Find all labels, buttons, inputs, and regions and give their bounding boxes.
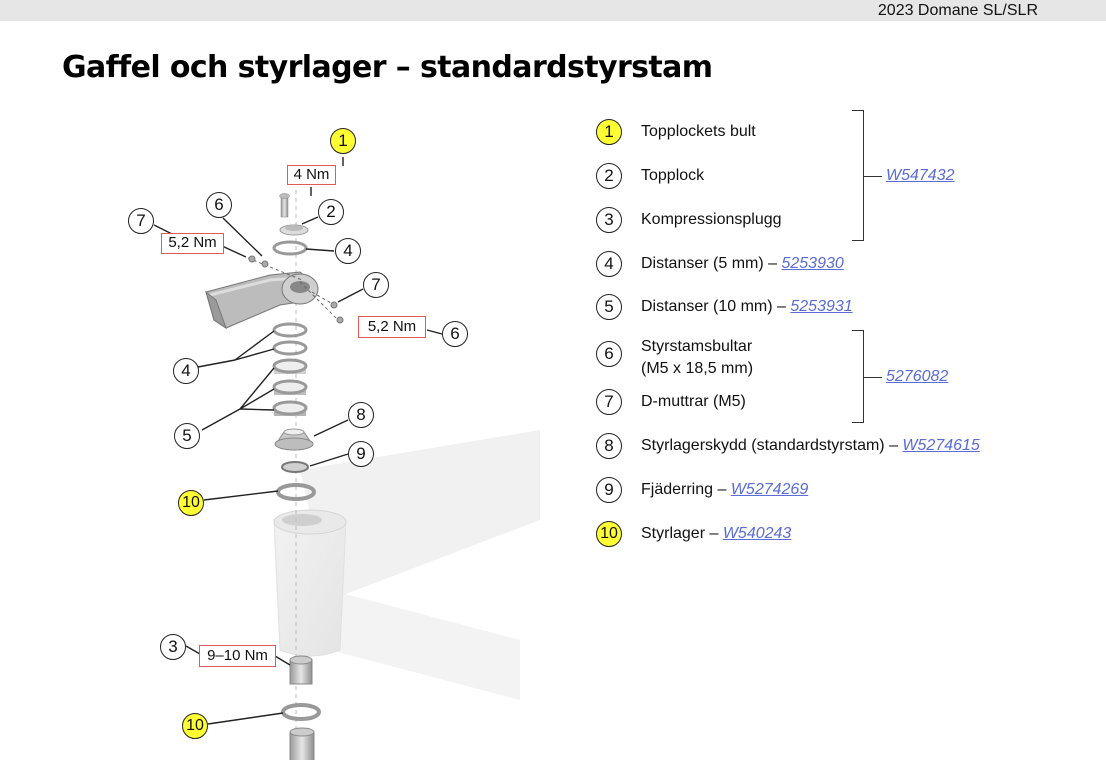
header-bar: 2023 Domane SL/SLR bbox=[0, 0, 1106, 21]
callout-5: 5 bbox=[174, 423, 200, 449]
part-link[interactable]: W540243 bbox=[722, 525, 792, 542]
callout-6-right: 6 bbox=[442, 321, 468, 347]
callout-4-mid: 4 bbox=[173, 358, 199, 384]
callout-7-left: 7 bbox=[128, 208, 154, 234]
part-name: Distanser (10 mm) – bbox=[641, 298, 791, 315]
part-name: Topplock bbox=[641, 167, 705, 184]
part-number: 1 bbox=[596, 119, 622, 145]
callout-7-right: 7 bbox=[363, 272, 389, 298]
bearing-lower bbox=[281, 703, 321, 721]
part-link[interactable]: W5274269 bbox=[730, 481, 809, 498]
part-number: 3 bbox=[596, 207, 622, 233]
compression-plug bbox=[289, 655, 313, 685]
part-name: Distanser (5 mm) – bbox=[641, 255, 782, 272]
spacers-10mm bbox=[272, 358, 308, 416]
torque-label-stem-left: 5,2 Nm bbox=[161, 233, 224, 254]
torque-label-top-bolt: 4 Nm bbox=[287, 165, 336, 185]
part-number: 10 bbox=[596, 521, 622, 547]
part-number: 2 bbox=[596, 163, 622, 189]
spacers-5mm bbox=[272, 322, 308, 356]
part-name: Topplockets bult bbox=[641, 123, 756, 140]
part-number: 6 bbox=[596, 341, 622, 367]
stem bbox=[205, 271, 319, 330]
callout-10-lower: 10 bbox=[182, 713, 208, 739]
part-link[interactable]: 5253931 bbox=[790, 298, 853, 315]
part-link[interactable]: 5253930 bbox=[781, 255, 844, 272]
callout-10-upper: 10 bbox=[178, 490, 204, 516]
part-number: 5 bbox=[596, 294, 622, 320]
part-name: D-muttrar (M5) bbox=[641, 393, 746, 410]
callout-6-left: 6 bbox=[206, 192, 232, 218]
top-cap-bolt bbox=[279, 193, 290, 218]
top-cap bbox=[279, 224, 309, 236]
callout-4-top: 4 bbox=[335, 238, 361, 264]
callout-8: 8 bbox=[348, 402, 374, 428]
document-title: 2023 Domane SL/SLR bbox=[877, 2, 1038, 19]
torque-label-stem-right: 5,2 Nm bbox=[358, 316, 426, 338]
part-name: Styrlager – bbox=[641, 525, 723, 542]
headset-cover bbox=[274, 428, 314, 451]
part-number: 7 bbox=[596, 389, 622, 415]
part-number: 9 bbox=[596, 477, 622, 503]
frame-illustration bbox=[273, 430, 540, 700]
part-name: Kompressionsplugg bbox=[641, 211, 782, 228]
part-name: Styrlagerskydd (standardstyrstam) – bbox=[641, 437, 903, 454]
part-name-detail: (M5 x 18,5 mm) bbox=[641, 360, 754, 377]
leader-lines bbox=[153, 157, 443, 725]
part-name: Fjäderring – bbox=[641, 481, 731, 498]
page-title: Gaffel och styrlager – standardstyrstam bbox=[62, 50, 713, 85]
part-name: Styrstamsbultar bbox=[641, 338, 753, 355]
callout-2: 2 bbox=[318, 199, 344, 225]
split-ring bbox=[281, 461, 309, 473]
part-number: 4 bbox=[596, 251, 622, 277]
bearing-upper bbox=[276, 483, 316, 501]
callout-1: 1 bbox=[330, 128, 356, 154]
torque-label-compression-plug: 9–10 Nm bbox=[199, 645, 276, 667]
callout-3: 3 bbox=[160, 634, 186, 660]
fork-steerer bbox=[289, 727, 315, 760]
part-number: 8 bbox=[596, 433, 622, 459]
part-link[interactable]: W5274615 bbox=[902, 437, 980, 454]
spacer-top bbox=[272, 240, 308, 256]
callout-9: 9 bbox=[348, 441, 374, 467]
